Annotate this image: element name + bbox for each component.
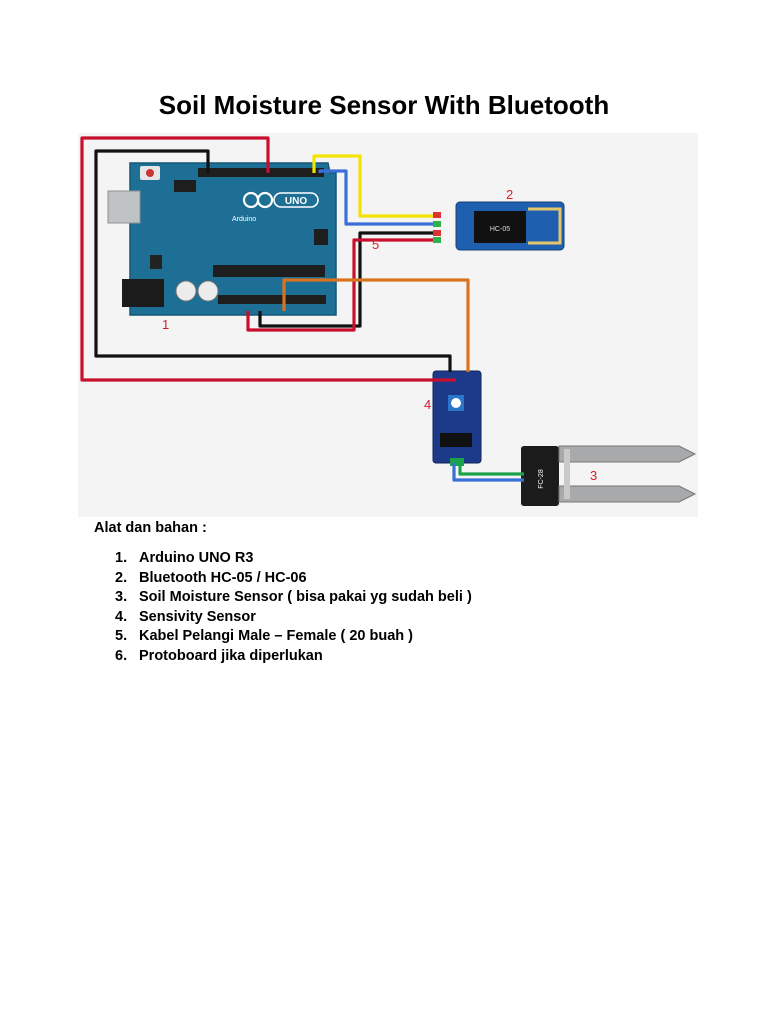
label-bluetooth: 2 <box>506 187 513 202</box>
probe-text: FC-28 <box>538 469 545 489</box>
wire-red-5v <box>246 238 440 332</box>
wiring-diagram: UNO Arduino HC-05 FC-28 <box>78 133 698 517</box>
label-arduino: 1 <box>162 317 169 332</box>
arduino-name-text: Arduino <box>232 216 256 223</box>
arduino-logo-text: UNO <box>285 196 307 207</box>
bluetooth-module: HC-05 <box>455 201 565 251</box>
list-item: 6.Protoboard jika diperlukan <box>115 647 323 664</box>
label-wires: 5 <box>372 237 379 252</box>
wire-black-2 <box>258 231 440 328</box>
list-item: 4.Sensivity Sensor <box>115 608 256 625</box>
list-item: 3.Soil Moisture Sensor ( bisa pakai yg s… <box>115 589 472 605</box>
wire-black-gnd <box>94 149 452 372</box>
wires <box>80 136 524 482</box>
label-sensitivity-sensor: 4 <box>424 397 431 412</box>
wire-green-probe-2 <box>458 463 524 476</box>
wire-orange-a0 <box>282 278 470 372</box>
materials-list: 1.Arduino UNO R3 2.Bluetooth HC-05 / HC-… <box>94 549 472 666</box>
list-item: 5.Kabel Pelangi Male – Female ( 20 buah … <box>115 628 413 644</box>
soil-probe: FC-28 <box>521 445 697 506</box>
sensitivity-sensor-board <box>432 370 482 466</box>
materials-heading: Alat dan bahan : <box>94 520 207 536</box>
bt-pin-stubs <box>433 212 441 243</box>
list-item: 1.Arduino UNO R3 <box>115 550 254 566</box>
page-title: Soil Moisture Sensor With Bluetooth <box>158 90 610 120</box>
arduino-board: UNO Arduino <box>107 162 337 316</box>
wire-blue-tx <box>318 169 440 226</box>
bt-module-text: HC-05 <box>490 226 510 233</box>
wire-red-vcc <box>80 136 456 382</box>
label-soil-probe: 3 <box>590 468 597 483</box>
wire-yellow <box>312 154 440 218</box>
wire-blue-probe-1 <box>452 463 524 482</box>
list-item: 2.Bluetooth HC-05 / HC-06 <box>115 569 307 586</box>
